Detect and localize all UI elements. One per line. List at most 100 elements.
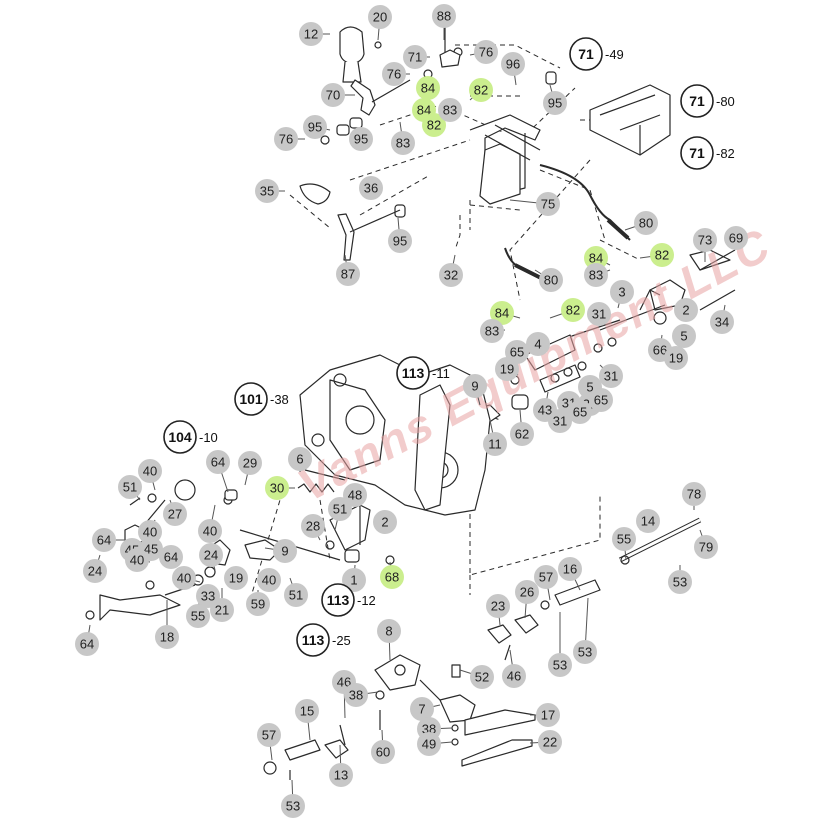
callout-circle <box>584 246 608 270</box>
ring-number: 101 <box>239 391 263 407</box>
callout-1: 1 <box>342 568 366 592</box>
ring-number: 71 <box>689 145 705 161</box>
ring-circle <box>296 623 330 657</box>
callout-circle <box>344 683 368 707</box>
callout-circle <box>155 625 179 649</box>
callout-circle <box>668 570 692 594</box>
callout-label: 28 <box>306 519 320 534</box>
callout-40: 40 <box>138 459 162 483</box>
callout-62: 62 <box>510 422 534 446</box>
ring-callout-104-10: 104-10 <box>163 420 218 454</box>
callout-19: 19 <box>224 566 248 590</box>
ring-circle <box>321 583 355 617</box>
callout-55: 55 <box>186 604 210 628</box>
callout-73: 73 <box>693 228 717 252</box>
callout-84: 84 <box>416 76 440 100</box>
callout-circle <box>257 568 281 592</box>
callout-circle <box>543 91 567 115</box>
callout-label: 7 <box>418 702 425 717</box>
lever-70 <box>350 79 376 116</box>
callout-label: 82 <box>655 248 669 263</box>
callout-circle <box>490 301 514 325</box>
callout-53: 53 <box>573 640 597 664</box>
callout-circle <box>536 703 560 727</box>
callout-label: 11 <box>488 437 502 452</box>
ring-suffix: -82 <box>716 146 735 161</box>
callout-label: 18 <box>160 630 174 645</box>
callout-75: 75 <box>536 192 560 216</box>
callout-label: 96 <box>506 57 520 72</box>
callout-circle <box>388 229 412 253</box>
callout-circle <box>538 730 562 754</box>
callout-label: 40 <box>143 464 157 479</box>
callout-circle <box>336 262 360 286</box>
ring-suffix: -11 <box>432 366 450 381</box>
callout-22: 22 <box>538 730 562 754</box>
callout-label: 95 <box>354 132 368 147</box>
callout-circle <box>664 346 688 370</box>
callout-label: 2 <box>682 303 689 318</box>
callout-46: 46 <box>502 664 526 688</box>
callout-label: 53 <box>286 799 300 814</box>
ring-callout-101-38: 101-38 <box>234 382 289 416</box>
ring-number: 104 <box>168 429 192 445</box>
spring-30 <box>297 483 335 493</box>
lever-18 <box>99 594 181 621</box>
callout-circle <box>274 127 298 151</box>
callout-circle <box>199 543 223 567</box>
callout-circle <box>257 723 281 747</box>
callout-78: 78 <box>682 482 706 506</box>
callout-label: 1 <box>350 573 357 588</box>
callout-9: 9 <box>463 374 487 398</box>
callout-76: 76 <box>474 40 498 64</box>
callout-3: 3 <box>610 280 634 304</box>
callout-circle <box>125 548 149 572</box>
callout-84: 84 <box>490 301 514 325</box>
callout-64: 64 <box>206 450 230 474</box>
callout-circle <box>474 40 498 64</box>
callout-label: 53 <box>578 645 592 660</box>
callout-57: 57 <box>534 565 558 589</box>
callout-26: 26 <box>515 580 539 604</box>
callout-circle <box>650 243 674 267</box>
callout-31: 31 <box>599 364 623 388</box>
callout-71: 71 <box>403 45 427 69</box>
callout-55: 55 <box>612 527 636 551</box>
fork-4 <box>524 334 576 371</box>
callout-circle <box>634 211 658 235</box>
callout-12: 12 <box>299 22 323 46</box>
callout-label: 64 <box>80 637 94 652</box>
callout-circle <box>186 604 210 628</box>
callout-circle <box>495 357 519 381</box>
callout-circle <box>238 451 262 475</box>
callout-circle <box>368 5 392 29</box>
callout-circle <box>526 332 550 356</box>
callout-label: 82 <box>427 118 441 133</box>
callout-70: 70 <box>321 83 345 107</box>
callout-83: 83 <box>584 263 608 287</box>
callout-76: 76 <box>382 62 406 86</box>
callout-label: 15 <box>300 704 314 719</box>
callout-circle <box>502 664 526 688</box>
callout-76: 76 <box>274 127 298 151</box>
callout-label: 31 <box>553 414 567 429</box>
callout-label: 8 <box>385 624 392 639</box>
callout-34: 34 <box>710 310 734 334</box>
callout-circle <box>724 226 748 250</box>
shaft-16 <box>554 579 601 606</box>
callout-label: 31 <box>604 369 618 384</box>
callout-label: 95 <box>308 120 322 135</box>
callout-label: 83 <box>396 136 410 151</box>
callout-circle <box>599 364 623 388</box>
ring-callout-71-82: 71 -82 <box>680 136 735 170</box>
callout-64: 64 <box>159 545 183 569</box>
callout-circle <box>198 519 222 543</box>
callout-label: 52 <box>475 670 489 685</box>
callout-18: 18 <box>155 625 179 649</box>
callout-84: 84 <box>584 246 608 270</box>
callout-circle <box>674 298 698 322</box>
callout-40: 40 <box>198 519 222 543</box>
callout-31: 31 <box>548 409 572 433</box>
ring-callouts: 71-4971-8071-82101-38113-11104-10113-121… <box>163 37 735 657</box>
callout-label: 53 <box>673 575 687 590</box>
